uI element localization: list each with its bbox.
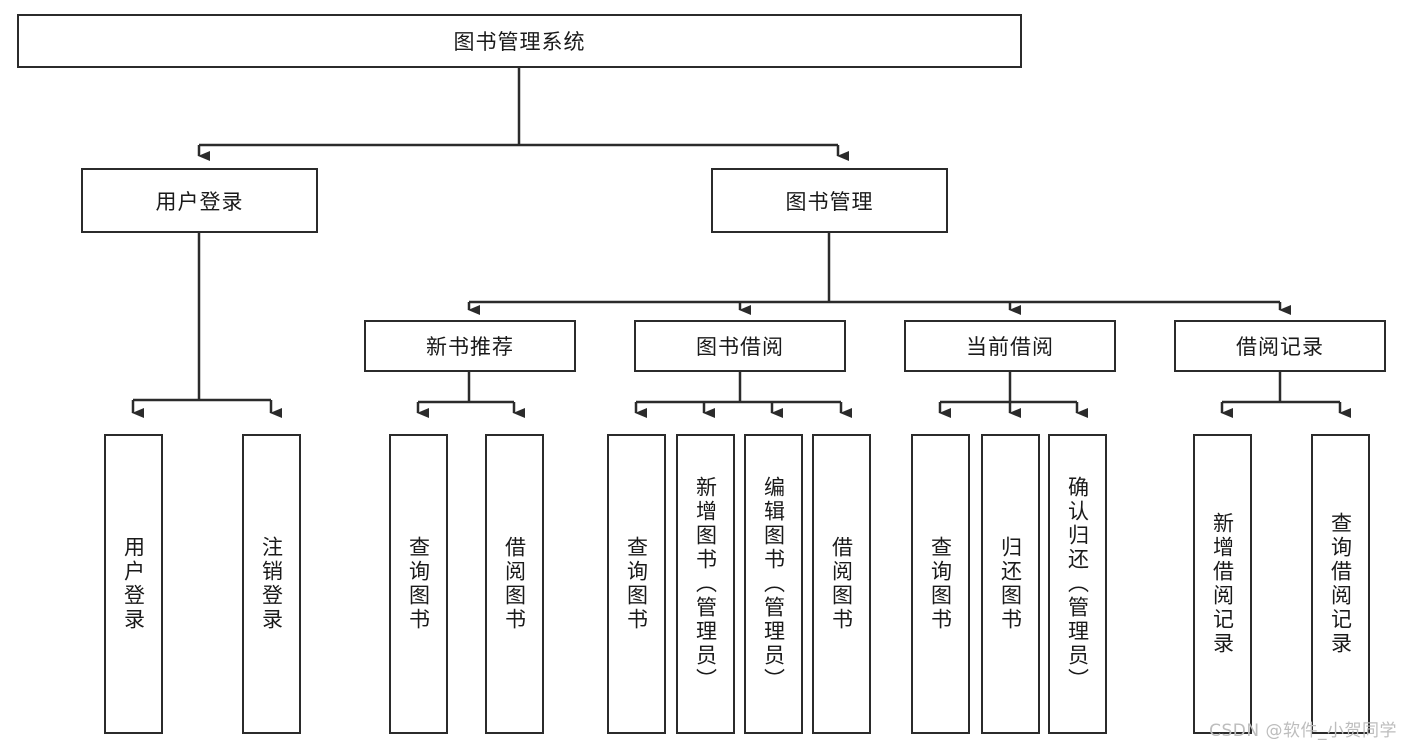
leaf-user-login-label: 用户登录 xyxy=(121,536,146,632)
leaf-query-book-recommend-label: 查询图书 xyxy=(406,536,431,632)
leaf-add-borrow-record[interactable]: 新增借阅记录 xyxy=(1193,434,1252,734)
leaf-borrow-book[interactable]: 借阅图书 xyxy=(812,434,871,734)
leaf-query-book-current[interactable]: 查询图书 xyxy=(911,434,970,734)
leaf-edit-book-admin[interactable]: 编辑图书（管理员） xyxy=(744,434,803,734)
leaf-logout-label: 注销登录 xyxy=(259,536,284,632)
leaf-confirm-return-admin-label: 确认归还（管理员） xyxy=(1065,476,1090,692)
node-book-management[interactable]: 图书管理 xyxy=(711,168,948,233)
leaf-borrow-book-recommend[interactable]: 借阅图书 xyxy=(485,434,544,734)
node-current-borrow[interactable]: 当前借阅 xyxy=(904,320,1116,372)
leaf-return-book-label: 归还图书 xyxy=(998,536,1023,632)
leaf-query-borrow-record[interactable]: 查询借阅记录 xyxy=(1311,434,1370,734)
node-new-book-recommend[interactable]: 新书推荐 xyxy=(364,320,576,372)
node-user-login[interactable]: 用户登录 xyxy=(81,168,318,233)
leaf-query-book-borrow-label: 查询图书 xyxy=(624,536,649,632)
leaf-query-book-current-label: 查询图书 xyxy=(928,536,953,632)
leaf-add-book-admin[interactable]: 新增图书（管理员） xyxy=(676,434,735,734)
node-book-management-label: 图书管理 xyxy=(785,189,874,214)
leaf-logout[interactable]: 注销登录 xyxy=(242,434,301,734)
node-root[interactable]: 图书管理系统 xyxy=(17,14,1022,68)
node-new-book-recommend-label: 新书推荐 xyxy=(426,335,514,359)
node-user-login-label: 用户登录 xyxy=(155,189,244,214)
leaf-query-book-borrow[interactable]: 查询图书 xyxy=(607,434,666,734)
leaf-borrow-book-recommend-label: 借阅图书 xyxy=(502,536,527,632)
node-book-borrow[interactable]: 图书借阅 xyxy=(634,320,846,372)
node-borrow-record-label: 借阅记录 xyxy=(1236,335,1324,359)
leaf-add-borrow-record-label: 新增借阅记录 xyxy=(1210,512,1235,656)
leaf-user-login[interactable]: 用户登录 xyxy=(104,434,163,734)
node-current-borrow-label: 当前借阅 xyxy=(966,335,1054,359)
leaf-confirm-return-admin[interactable]: 确认归还（管理员） xyxy=(1048,434,1107,734)
node-book-borrow-label: 图书借阅 xyxy=(696,335,784,359)
node-borrow-record[interactable]: 借阅记录 xyxy=(1174,320,1386,372)
leaf-borrow-book-label: 借阅图书 xyxy=(829,536,854,632)
leaf-return-book[interactable]: 归还图书 xyxy=(981,434,1040,734)
node-root-label: 图书管理系统 xyxy=(453,30,586,54)
leaf-query-book-recommend[interactable]: 查询图书 xyxy=(389,434,448,734)
leaf-query-borrow-record-label: 查询借阅记录 xyxy=(1328,512,1353,656)
leaf-edit-book-admin-label: 编辑图书（管理员） xyxy=(761,476,786,692)
leaf-add-book-admin-label: 新增图书（管理员） xyxy=(693,476,718,692)
